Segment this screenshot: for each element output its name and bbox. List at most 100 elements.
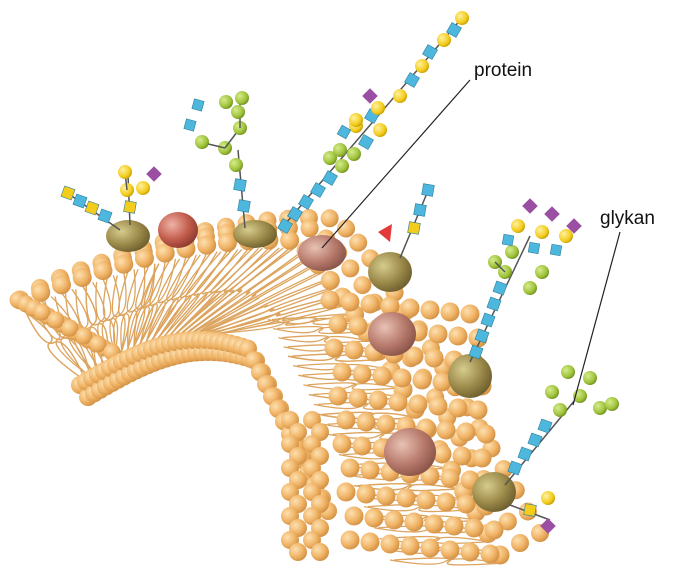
lipid-head (377, 415, 396, 434)
yellow-circle-icon (136, 181, 150, 195)
lipid-head (321, 271, 340, 290)
lipid-head (365, 509, 384, 528)
lipid-head (349, 317, 368, 336)
yellow-circle-icon (371, 101, 385, 115)
glycosidic-bond (470, 236, 530, 362)
lipid-head (337, 483, 356, 502)
yellow-circle-icon (415, 59, 429, 73)
lipid-head (441, 303, 460, 322)
green-circle-icon (335, 159, 349, 173)
yellow-square-icon (524, 504, 537, 517)
protein-label: protein (474, 60, 532, 82)
lipid-head (409, 395, 428, 414)
green-circle-icon (553, 403, 567, 417)
yellow-square-icon (61, 186, 75, 200)
green-circle-icon (347, 147, 361, 161)
blue-square-icon (337, 125, 351, 139)
lipid-head (357, 485, 376, 504)
lipid-head (31, 283, 50, 302)
lipid-head (361, 461, 380, 480)
purple-diamond-icon (362, 88, 378, 104)
lipid-head (114, 255, 133, 274)
lipid-head (341, 459, 360, 478)
lipid-head (477, 425, 496, 444)
lipid-head (401, 537, 420, 556)
lipid-head (421, 539, 440, 558)
lipid-head (449, 399, 468, 418)
lipid-head (405, 513, 424, 532)
lipid-head (349, 234, 367, 252)
blue-square-icon (310, 182, 325, 197)
green-circle-icon (593, 401, 607, 415)
red-triangle-icon (378, 224, 392, 242)
blue-square-icon (234, 179, 247, 192)
lipid-head (197, 236, 216, 255)
purple-diamond-icon (544, 206, 560, 222)
lipid-head (437, 421, 456, 440)
green-circle-icon (535, 265, 549, 279)
lipid-head (393, 369, 412, 388)
lipid-head (511, 534, 529, 552)
lipid-head (341, 531, 360, 550)
lipid-head (469, 401, 488, 420)
lipid-head (385, 511, 404, 530)
yellow-circle-icon (559, 229, 573, 243)
blue-square-icon (298, 194, 313, 209)
lipid-head (437, 493, 456, 512)
lipid-head (461, 543, 480, 562)
green-circle-icon (229, 158, 243, 172)
purple-diamond-icon (146, 166, 162, 182)
lipid-head (353, 365, 372, 384)
green-circle-icon (333, 143, 347, 157)
lipid-head (465, 519, 484, 538)
lipid-head (429, 325, 448, 344)
yellow-square-icon (408, 222, 421, 235)
glykan-label: glykan (600, 208, 655, 230)
blue-square-icon (404, 72, 419, 87)
protein-body (298, 235, 346, 271)
lipid-head (73, 268, 92, 287)
lipid-head (413, 371, 432, 390)
blue-square-icon (422, 184, 435, 197)
lipid-head (417, 491, 436, 510)
blue-square-icon (550, 244, 562, 256)
lipid-head (457, 423, 476, 442)
green-circle-icon (523, 281, 537, 295)
lipid-head (333, 435, 352, 454)
lipid-head (389, 393, 408, 412)
lipid-head (425, 349, 444, 368)
yellow-circle-icon (349, 113, 363, 127)
green-circle-icon (583, 371, 597, 385)
lipid-head (441, 469, 460, 488)
blue-square-icon (414, 204, 427, 217)
green-circle-icon (235, 91, 249, 105)
lipid-head (473, 449, 492, 468)
blue-square-icon (528, 242, 540, 254)
lipid-head (289, 543, 307, 561)
lipid-head (321, 209, 339, 227)
lipid-head (333, 363, 352, 382)
yellow-circle-icon (455, 11, 469, 25)
green-circle-icon (231, 105, 245, 119)
lipid-head (353, 276, 371, 294)
lipid-head (357, 413, 376, 432)
lipid-head (361, 295, 380, 314)
green-circle-icon (605, 397, 619, 411)
yellow-circle-icon (535, 225, 549, 239)
lipid-head (381, 535, 400, 554)
green-circle-icon (505, 245, 519, 259)
lipid-head (453, 447, 472, 466)
protein-body (368, 312, 416, 356)
blue-square-icon (192, 99, 204, 111)
lipid-head (280, 231, 299, 250)
olive-protein (368, 252, 412, 292)
lipid-head (445, 517, 464, 536)
lipid-head (349, 389, 368, 408)
lipid-head (441, 541, 460, 560)
yellow-circle-icon (511, 219, 525, 233)
lipid-head (457, 495, 476, 514)
green-circle-icon (545, 385, 559, 399)
lipid-head (461, 305, 480, 324)
lipid-head (421, 301, 440, 320)
